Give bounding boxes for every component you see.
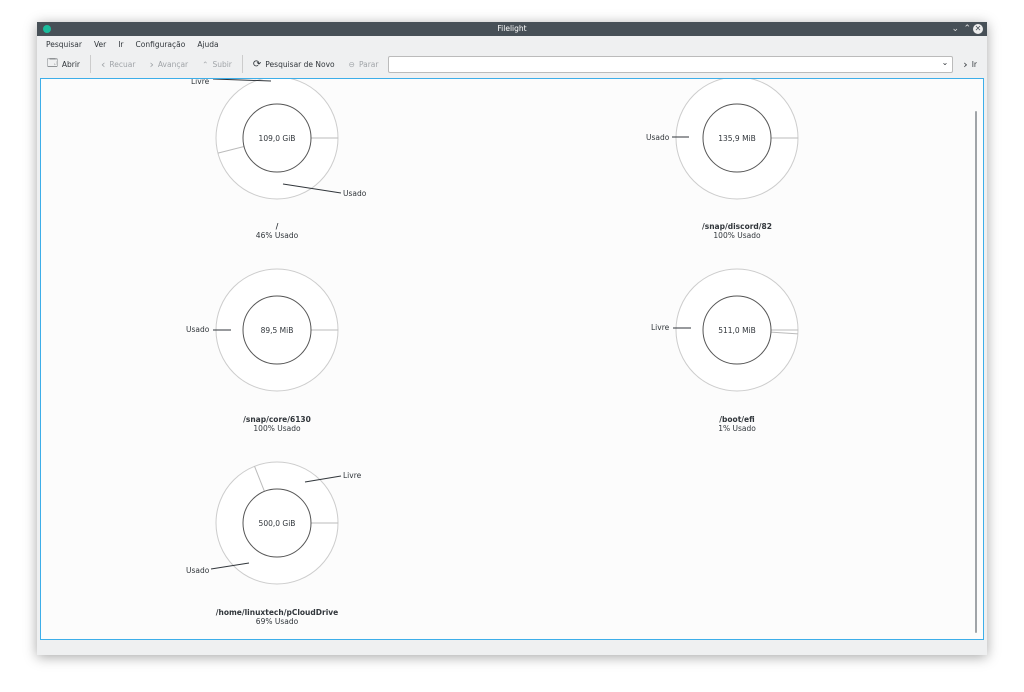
toolbar: 🗔Abrir ‹Recuar ›Avançar ⌃Subir ⟳Pesquisa…	[37, 54, 987, 74]
window-title: Filelight	[497, 24, 527, 33]
callout-line	[210, 562, 250, 570]
disk-usage: 69% Usado	[255, 617, 299, 626]
go-button[interactable]: ›Ir	[963, 57, 977, 71]
maximize-button[interactable]: ⌃	[963, 24, 971, 34]
menu-ver[interactable]: Ver	[93, 40, 107, 49]
disk-size-label: 109,0 GiB	[259, 134, 296, 143]
segment-label: Usado	[343, 189, 367, 198]
title-bar: Filelight ⌄ ⌃ ✕	[37, 22, 987, 36]
filelight-window: Filelight ⌄ ⌃ ✕ Pesquisar Ver Ir Configu…	[37, 22, 987, 655]
chevron-right-icon: ›	[149, 57, 154, 71]
disk-size-label: 500,0 GiB	[259, 519, 296, 528]
rescan-button[interactable]: ⟳Pesquisar de Novo	[252, 58, 335, 70]
back-button[interactable]: ‹Recuar	[101, 57, 136, 71]
chevron-left-icon: ‹	[101, 57, 106, 71]
scrollbar[interactable]	[975, 111, 977, 633]
segment-label: Usado	[646, 133, 670, 142]
disk-ring-inner	[242, 295, 312, 365]
separator	[241, 55, 243, 73]
disk-path[interactable]: /boot/efi	[719, 415, 755, 424]
separator	[90, 55, 91, 73]
disk-path[interactable]: /	[275, 222, 279, 231]
segment-label: Livre	[343, 471, 362, 480]
location-input[interactable]: ⌄	[388, 55, 954, 73]
segment-divider	[217, 145, 245, 154]
menu-ir[interactable]: Ir	[118, 40, 124, 49]
segment-label: Livre	[651, 323, 670, 332]
callout-line	[212, 79, 272, 82]
forward-button[interactable]: ›Avançar	[149, 57, 189, 71]
disk-path[interactable]: /snap/core/6130	[243, 415, 311, 424]
disk-size-label: 511,0 MiB	[718, 326, 756, 335]
menu-ajuda[interactable]: Ajuda	[197, 40, 219, 49]
chevron-up-icon: ⌃	[202, 59, 209, 69]
segment-divider	[770, 331, 798, 335]
go-arrow-icon: ›	[963, 57, 968, 71]
refresh-icon: ⟳	[252, 58, 262, 70]
disk-ring-inner	[242, 488, 312, 558]
menu-pesquisar[interactable]: Pesquisar	[46, 40, 82, 49]
callout-line	[282, 183, 342, 194]
disk-ring-inner	[702, 295, 772, 365]
menu-bar: Pesquisar Ver Ir Configuração Ajuda	[37, 36, 987, 54]
callout-line	[304, 475, 342, 483]
minimize-button[interactable]: ⌄	[951, 24, 959, 34]
disk-caption: /46% Usado	[177, 222, 377, 240]
menu-configuracao[interactable]: Configuração	[135, 40, 186, 49]
disk-usage: 46% Usado	[255, 231, 299, 240]
segment-label: Livre	[191, 79, 210, 86]
app-icon	[43, 25, 51, 33]
close-button[interactable]: ✕	[973, 24, 983, 34]
stop-button[interactable]: ⊖Parar	[348, 59, 379, 69]
up-button[interactable]: ⌃Subir	[202, 59, 232, 69]
segment-label: Usado	[186, 325, 210, 334]
open-button[interactable]: 🗔Abrir	[43, 56, 84, 73]
stop-icon: ⊖	[348, 59, 355, 69]
disk-path[interactable]: /snap/discord/82	[702, 222, 772, 231]
disk-usage: 1% Usado	[718, 424, 756, 433]
disk-path[interactable]: /home/linuxtech/pCloudDrive	[215, 608, 339, 617]
disk-usage: 100% Usado	[713, 231, 761, 240]
disk-usage: 100% Usado	[253, 424, 301, 433]
disk-size-label: 89,5 MiB	[261, 326, 294, 335]
disk-ring-inner	[702, 103, 772, 173]
disk-ring-inner	[242, 103, 312, 173]
folder-icon: 🗔	[47, 57, 58, 69]
disk-size-label: 135,9 MiB	[718, 134, 756, 143]
chevron-down-icon: ⌄	[941, 57, 949, 67]
segment-label: Usado	[186, 566, 210, 575]
segment-divider	[254, 466, 265, 492]
